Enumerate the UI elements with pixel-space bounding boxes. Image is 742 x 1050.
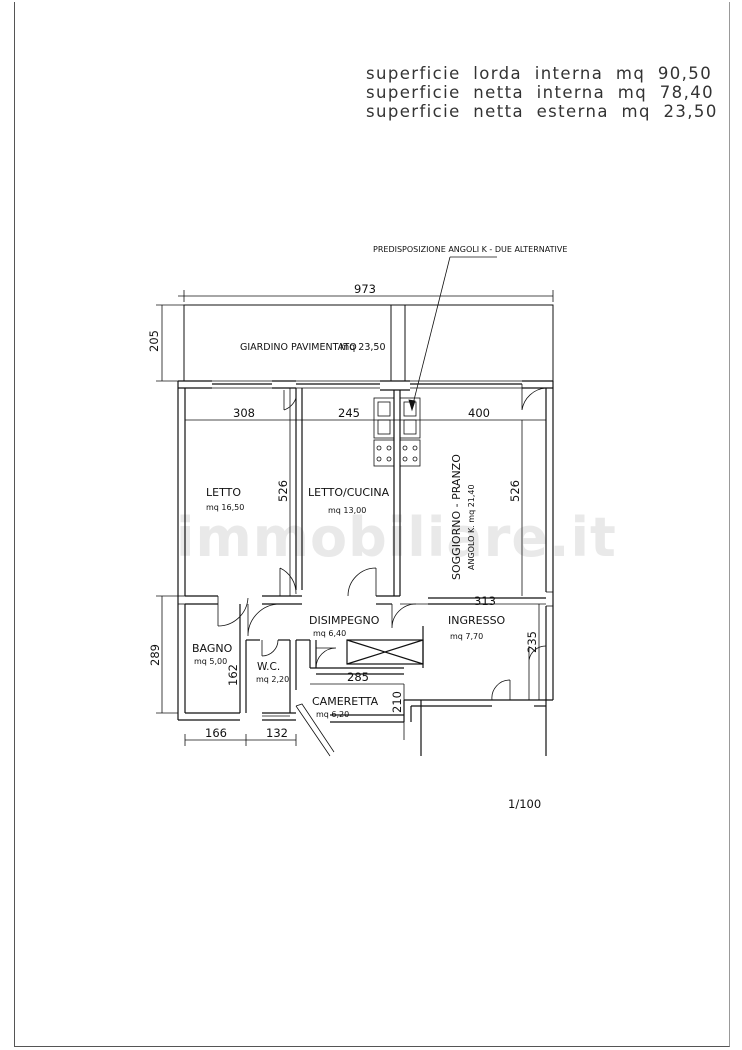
room-bagno-name: BAGNO <box>192 642 233 655</box>
dim-garden-depth: 205 <box>147 330 161 352</box>
note-leader <box>408 256 497 412</box>
garden-outline <box>183 304 554 381</box>
garden-area: mq 23,50 <box>340 342 386 353</box>
room-soggiorno-name: SOGGIORNO - PRANZO <box>450 454 463 580</box>
dim-soggiorno-depth: 526 <box>508 480 522 502</box>
room-disimpegno-area: mq 6,40 <box>313 629 346 638</box>
dim-ingresso-width: 313 <box>474 594 496 608</box>
dim-wc-depth: 162 <box>226 664 240 686</box>
windows <box>178 380 553 721</box>
scale-label: 1/100 <box>508 797 541 811</box>
room-wc-name: W.C. <box>257 661 280 673</box>
room-disimpegno-name: DISIMPEGNO <box>309 614 380 627</box>
net-external-area: superficie netta esterna mq 23,50 <box>366 102 718 121</box>
gross-internal-area: superficie lorda interna mq 90,50 <box>366 64 713 83</box>
dim-letto-width: 308 <box>233 406 255 420</box>
sheet-frame <box>14 2 730 1047</box>
room-ingresso-area: mq 7,70 <box>450 632 483 641</box>
room-cameretta-area: mq 6,20 <box>316 710 349 719</box>
watermark: immobiliare.it <box>176 506 617 569</box>
dim-bagno-width: 166 <box>205 726 227 740</box>
room-ingresso-name: INGRESSO <box>448 614 506 627</box>
dim-cucina-width: 245 <box>338 406 360 420</box>
net-internal-area: superficie netta interna mq 78,40 <box>366 83 715 102</box>
dim-ingresso-depth: 235 <box>525 631 539 653</box>
room-cucina-area: mq 13,00 <box>328 506 366 515</box>
dim-soggiorno-width: 400 <box>468 406 490 420</box>
doors <box>217 384 547 757</box>
room-letto-area: mq 16,50 <box>206 503 244 512</box>
dim-cameretta-width: 285 <box>347 670 369 684</box>
room-soggiorno-area: ANGOLO K. mq 21,40 <box>467 484 476 570</box>
room-wc-area: mq 2,20 <box>256 675 289 684</box>
dim-wc-width: 132 <box>266 726 288 740</box>
dim-letto-depth: 526 <box>276 480 290 502</box>
kitchen-units <box>373 397 421 467</box>
dim-bagno-depth: 289 <box>148 644 162 666</box>
angle-k-note: PREDISPOSIZIONE ANGOLI K - DUE ALTERNATI… <box>373 245 567 254</box>
dim-cameretta-depth: 210 <box>390 691 404 713</box>
dimension-lines <box>156 290 554 746</box>
room-bagno-area: mq 5,00 <box>194 657 227 666</box>
dim-total-width: 973 <box>354 282 376 296</box>
garden-label: GIARDINO PAVIMENTATO <box>240 342 357 353</box>
room-cameretta-name: CAMERETTA <box>312 695 379 708</box>
room-letto-name: LETTO <box>206 486 241 499</box>
room-cucina-name: LETTO/CUCINA <box>308 486 390 499</box>
